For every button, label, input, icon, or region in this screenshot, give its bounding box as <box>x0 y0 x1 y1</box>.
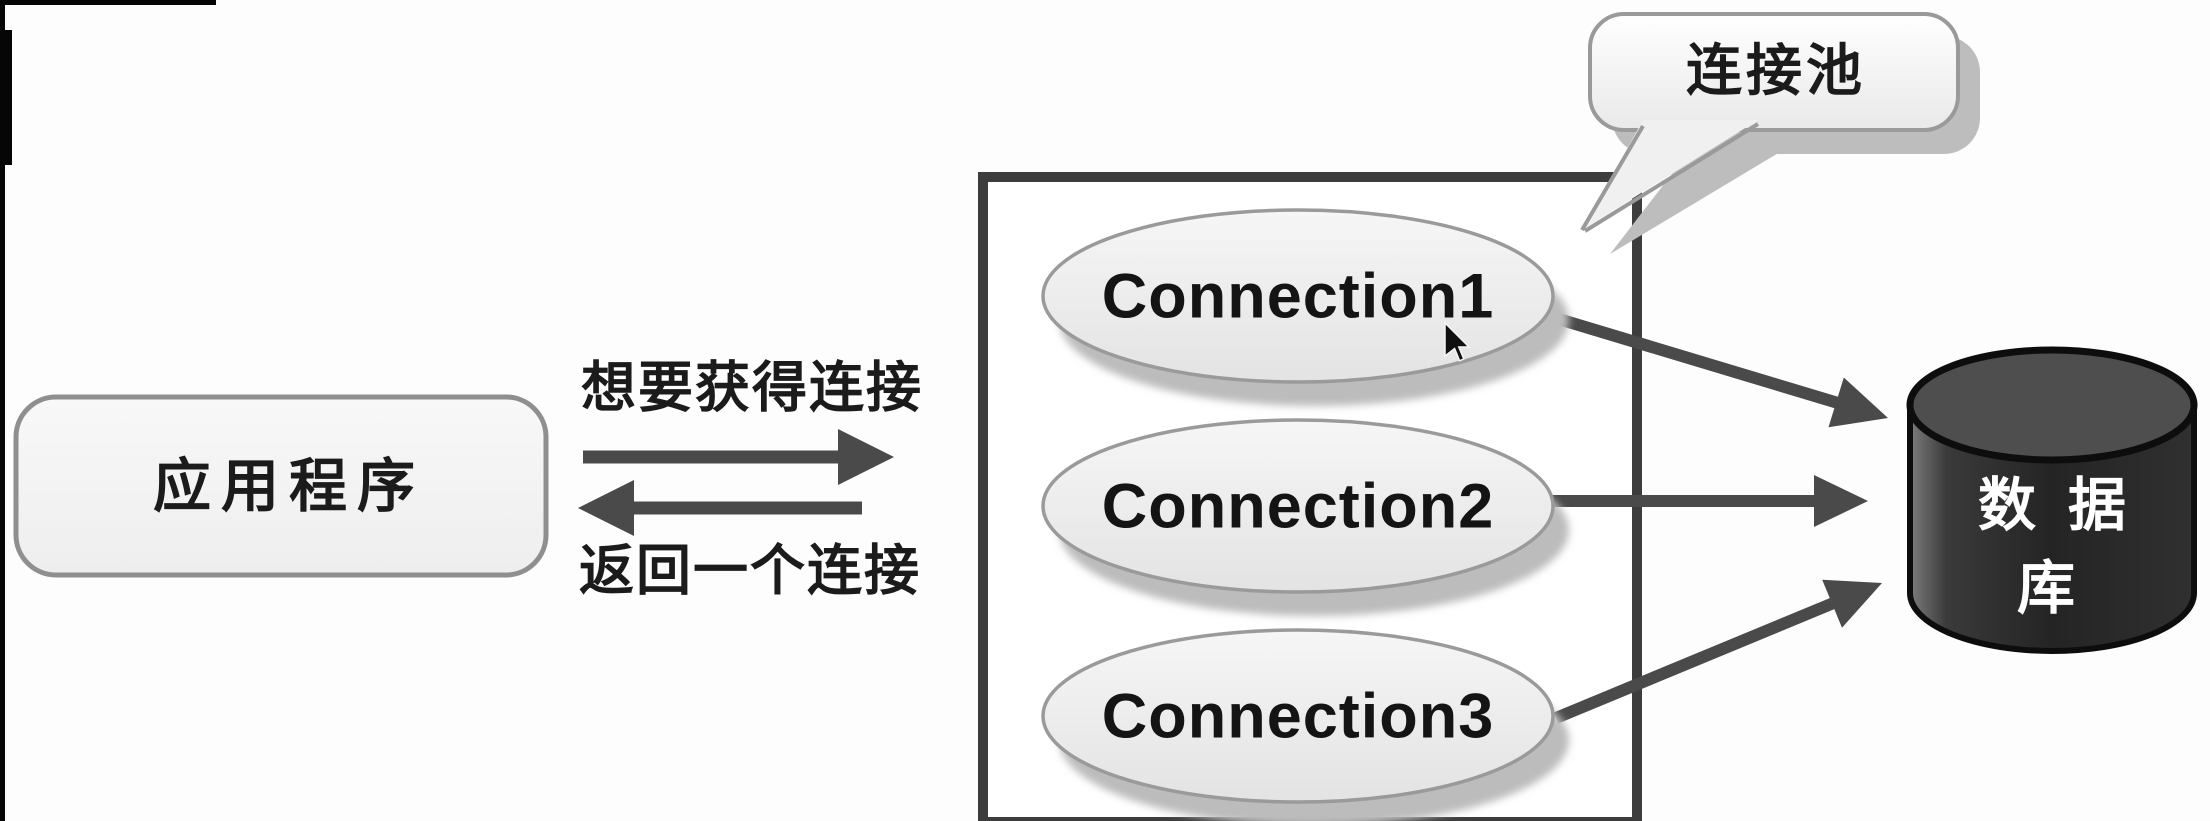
frame-edge-strips <box>0 0 216 821</box>
return-arrow-label: 返回一个连接 <box>578 539 922 602</box>
connection2-to-db-arrow <box>1542 475 1868 527</box>
connection1-to-db-arrow <box>1550 311 1888 428</box>
connection3-to-db-arrow <box>1553 579 1882 724</box>
connection2-label: Connection2 <box>1101 471 1495 542</box>
connection3-label: Connection3 <box>1101 681 1495 752</box>
database-label-line2: 库 <box>2016 556 2084 621</box>
connection1-ellipse <box>1041 208 1569 406</box>
application-label: 应用程序 <box>152 454 426 519</box>
request-arrow <box>583 429 894 485</box>
mouse-cursor-icon <box>1444 321 1471 362</box>
connection3-ellipse <box>1041 628 1569 821</box>
application-box <box>13 394 549 578</box>
request-arrow-label: 想要获得连接 <box>580 356 924 419</box>
callout-label: 连接池 <box>1686 39 1866 102</box>
connection1-label: Connection1 <box>1101 261 1495 332</box>
return-arrow <box>578 480 862 536</box>
connection2-ellipse <box>1041 418 1569 616</box>
callout-bubble <box>1580 12 1980 254</box>
database-cylinder <box>1906 346 2198 654</box>
database-label-line1: 数 据 <box>1977 473 2135 538</box>
